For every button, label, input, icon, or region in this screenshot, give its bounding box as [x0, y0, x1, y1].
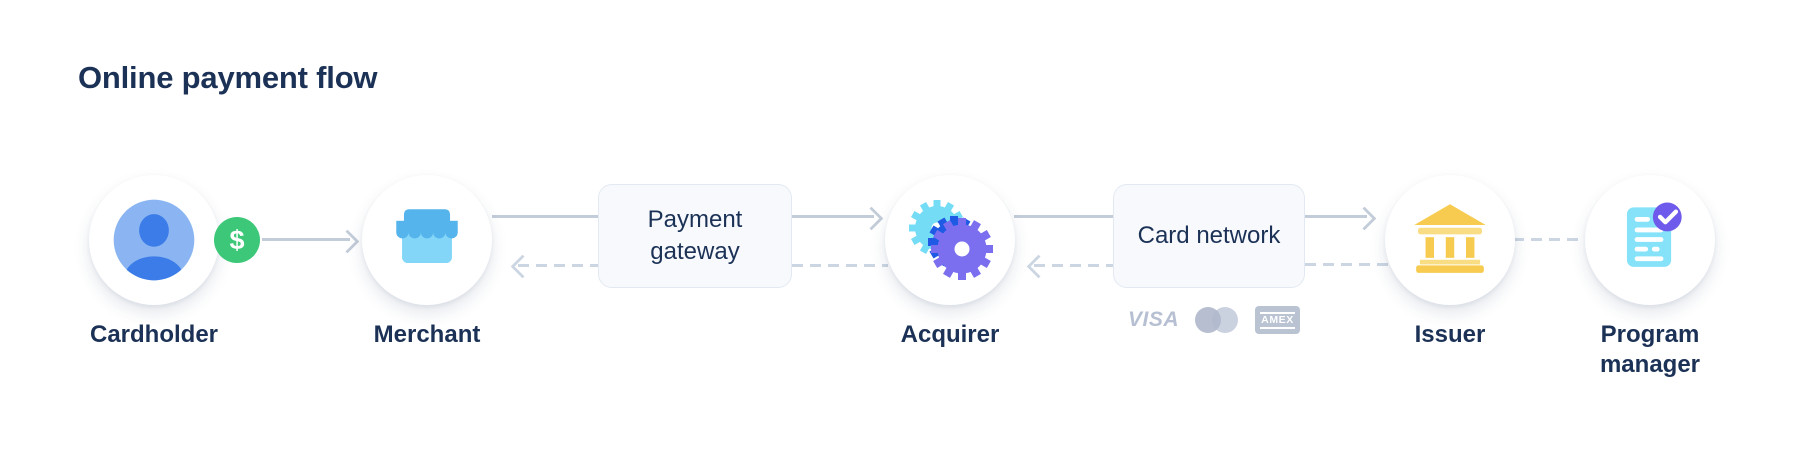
- connector-issuer-cardnetwork-return: [1305, 263, 1393, 266]
- connector-cardnetwork-issuer: [1305, 215, 1367, 218]
- visa-logo: VISA: [1128, 308, 1180, 331]
- issuer-label: Issuer: [1414, 321, 1486, 348]
- acquirer-node: [885, 175, 1015, 305]
- payment-gateway-box: Payment gateway: [598, 184, 792, 288]
- gears-icon: [909, 200, 993, 280]
- connector-gateway-merchant-return: [518, 264, 598, 267]
- amex-logo-text: AMEX: [1260, 311, 1295, 329]
- payment-gateway-label: Payment gateway: [647, 206, 743, 265]
- cardholder-label: Cardholder: [89, 321, 218, 348]
- arrow-right-icon: [1352, 206, 1377, 231]
- card-network-box: Card network: [1113, 184, 1305, 288]
- cardholder-node: [89, 175, 219, 305]
- arrow-left-icon: [1026, 254, 1051, 279]
- arrow-left-icon: [510, 254, 535, 279]
- user-icon: [113, 199, 195, 281]
- amex-logo: AMEX: [1255, 306, 1301, 334]
- card-network-label: Card network: [1137, 222, 1281, 250]
- bank-icon: [1414, 204, 1486, 273]
- issuer-node: [1385, 175, 1515, 305]
- storefront-icon: [396, 209, 458, 264]
- dollar-badge: $: [214, 217, 260, 263]
- acquirer-label: Acquirer: [900, 321, 1000, 348]
- connector-issuer-programmanager: [1513, 238, 1587, 241]
- diagram-title: Online payment flow: [78, 60, 378, 95]
- program-manager-node: [1585, 175, 1715, 305]
- arrow-right-icon: [335, 229, 360, 254]
- mastercard-icon: [1195, 306, 1239, 334]
- connector-cardholder-merchant: [262, 238, 350, 241]
- connector-acquirer-cardnetwork: [1014, 215, 1113, 218]
- document-check-icon: [1626, 202, 1682, 267]
- connector-acquirer-gateway-return: [792, 264, 888, 267]
- merchant-node: [362, 175, 492, 305]
- connector-cardnetwork-acquirer-return: [1034, 264, 1113, 267]
- connector-merchant-gateway: [492, 215, 598, 218]
- merchant-label: Merchant: [373, 321, 481, 348]
- program-manager-label: Program manager: [1599, 321, 1701, 378]
- connector-gateway-acquirer: [792, 215, 874, 218]
- arrow-right-icon: [859, 206, 884, 231]
- card-brand-logos: VISA AMEX: [1128, 304, 1301, 336]
